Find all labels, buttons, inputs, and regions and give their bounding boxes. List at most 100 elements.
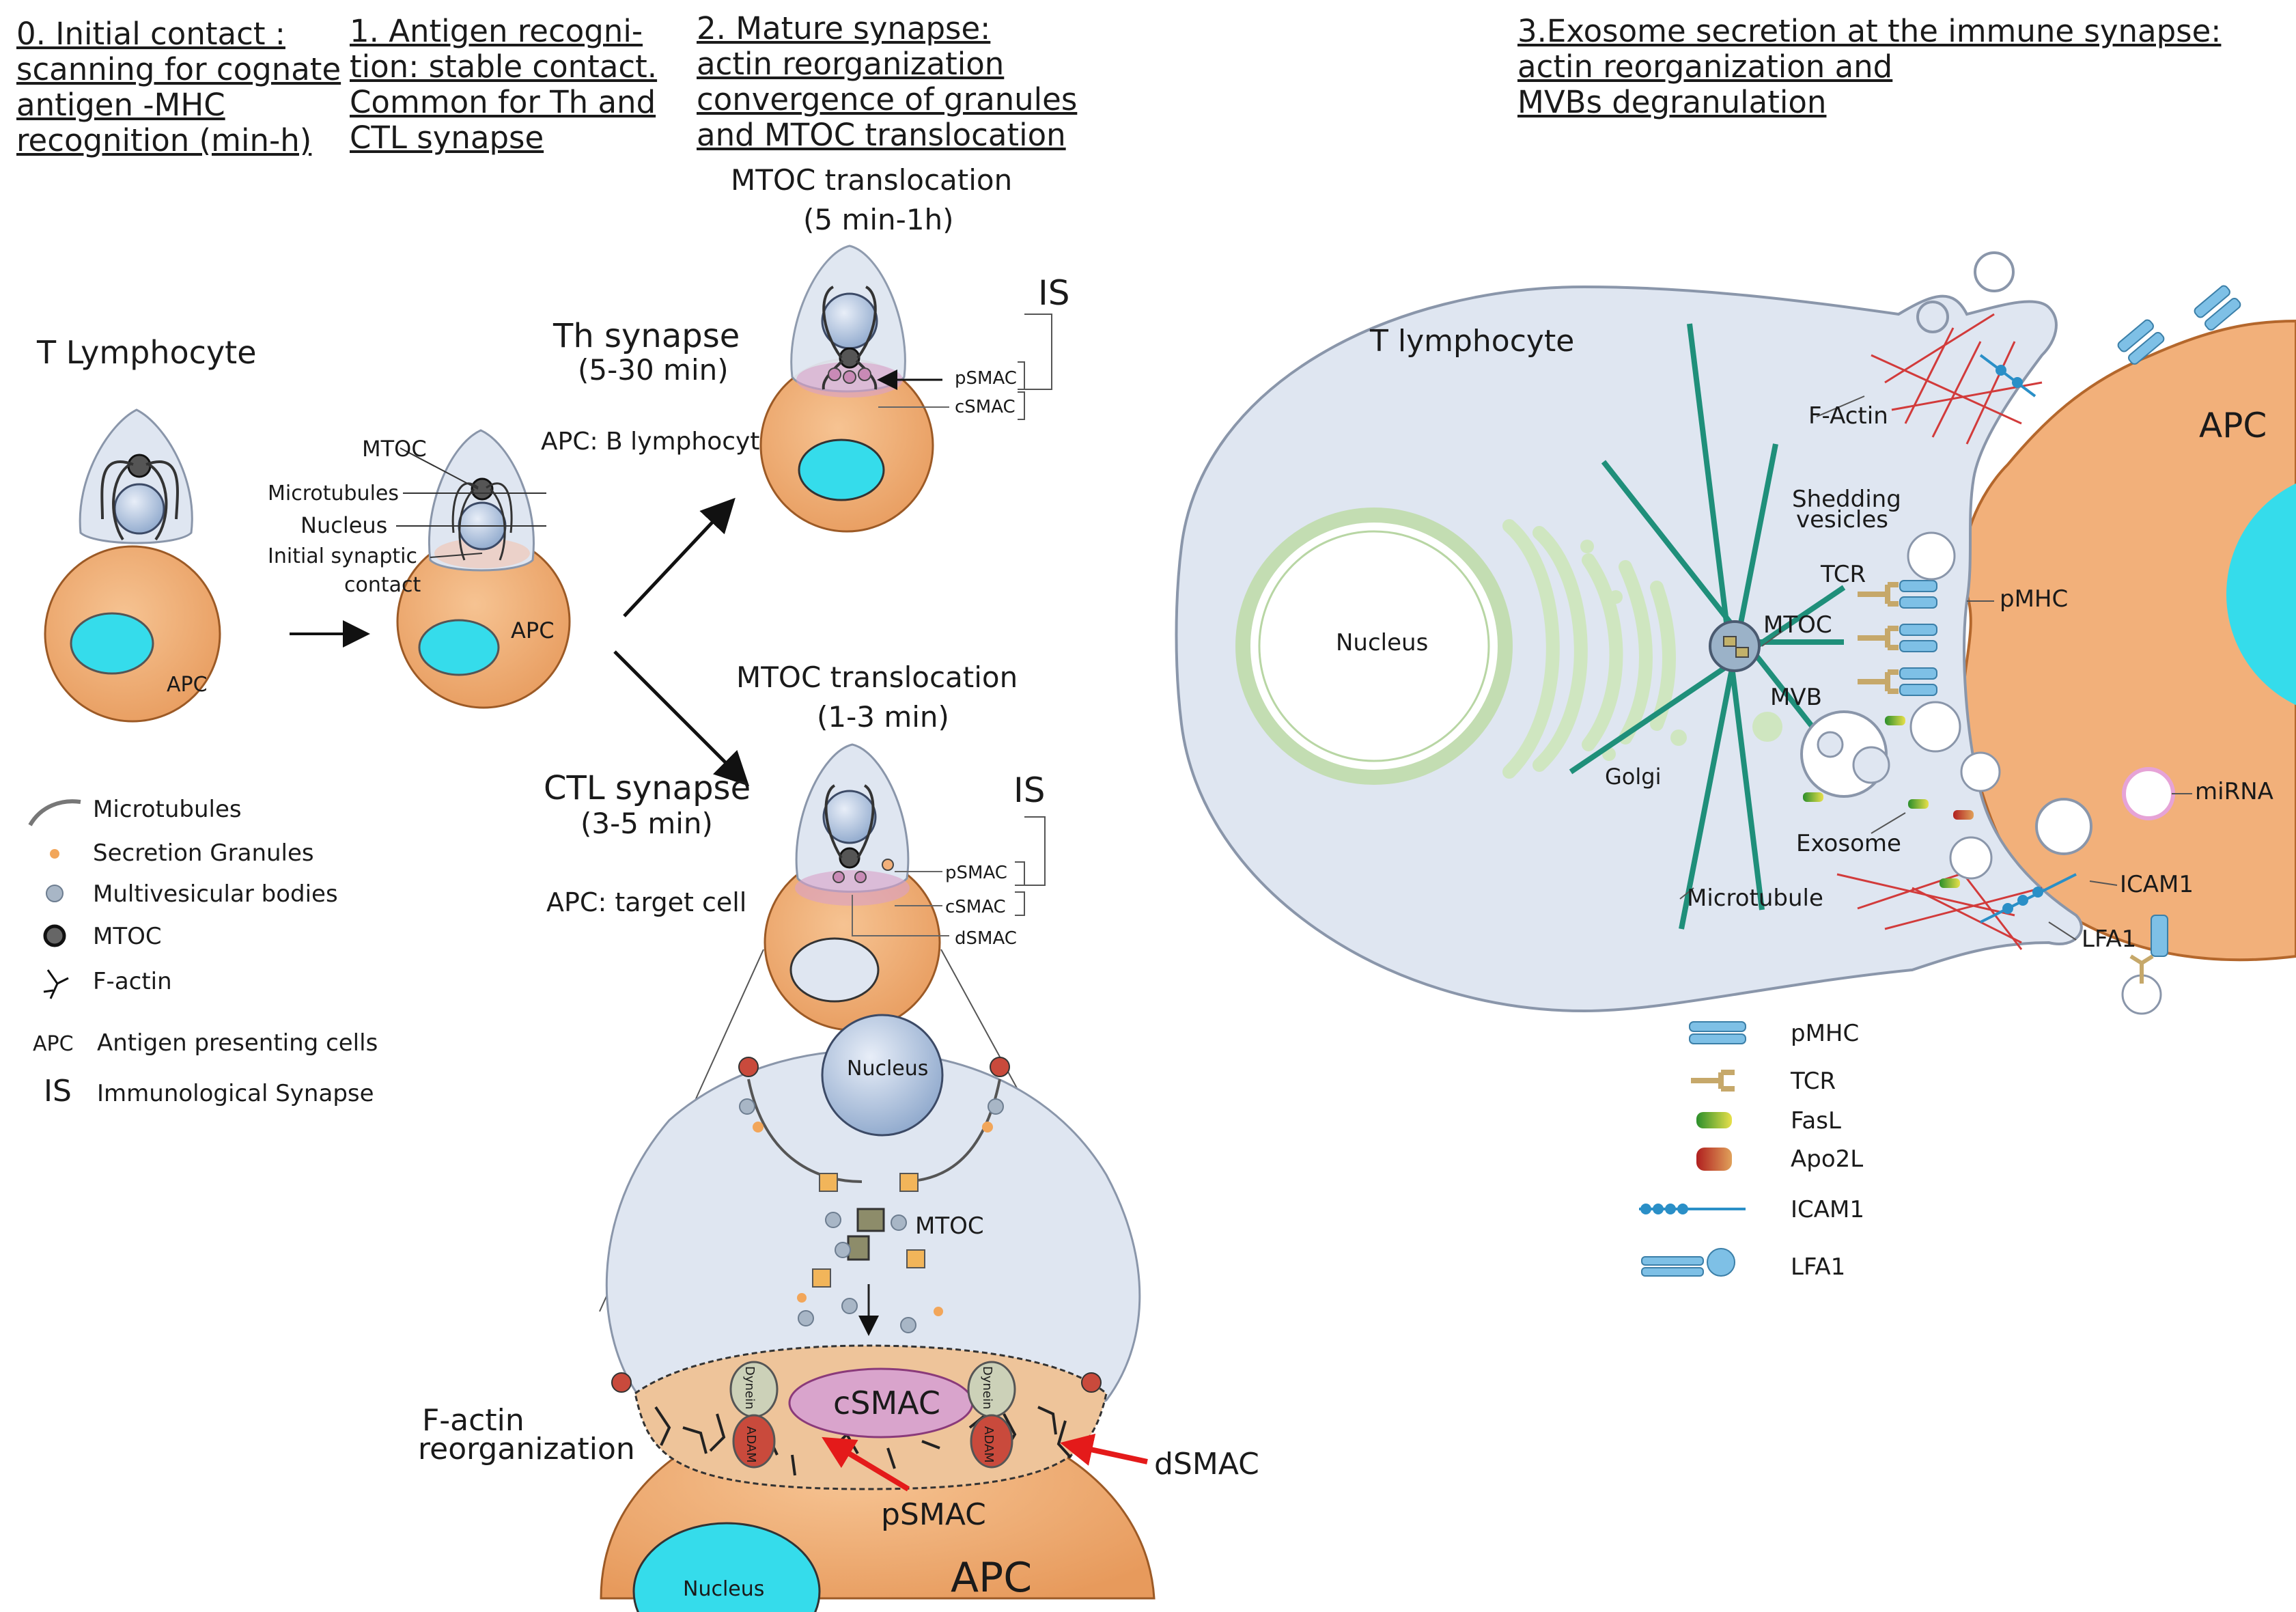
th-synapse-title: Th synapse (552, 317, 740, 355)
legend-right-label: pMHC (1791, 1020, 1859, 1047)
panel3-shedding-label-1: Shedding (1792, 486, 1901, 513)
factin-line (1884, 887, 2043, 930)
apo2l-icon (1953, 810, 1974, 820)
icam1-icon (1979, 354, 2036, 398)
panel1-mtoc (471, 477, 494, 501)
panel3-icam-lfa (1979, 354, 2077, 923)
zoom-adam-label: ADAM (981, 1426, 996, 1463)
panel3-factin-top (1871, 313, 2043, 445)
icam1-bead (2032, 887, 2043, 898)
pmhc-icon (2151, 915, 2168, 957)
ctl-target-nucleus (789, 937, 880, 1003)
leader-lfa1 (2048, 921, 2077, 941)
golgi-vesicle (1670, 729, 1687, 746)
panel1-leader-mtoc (400, 447, 479, 490)
panel3-exosome (1960, 751, 2001, 792)
zoom-granule (906, 1249, 925, 1268)
zoom-apc-label: APC (951, 1554, 1032, 1602)
zoom-vesicles (739, 1098, 1004, 1333)
panel3-exosome (1909, 701, 1961, 753)
th-psmac-bracket (1018, 361, 1025, 390)
panel0-apc-nucleus (70, 612, 154, 675)
panel3-microtubule (1679, 443, 1778, 930)
zoom-mvb (835, 1242, 851, 1258)
panel1-contact-label-2: contact (344, 573, 421, 597)
golgi-vesicle (1609, 590, 1623, 604)
zoom-granule (819, 1173, 838, 1192)
ctl-mtoc-time: (1-3 min) (817, 700, 949, 734)
zoom-dynein-label: Dynein (980, 1366, 994, 1409)
panel1-nucleus-label: Nucleus (300, 512, 387, 538)
panel3-mvb-vesicle (1852, 746, 1890, 784)
icam1-bead (1677, 1204, 1688, 1214)
header-step1-line: tion: stable contact. (350, 48, 658, 85)
factin-line (1904, 327, 1955, 424)
pmhc-icon (2117, 319, 2154, 352)
panel3-nucleus (1235, 508, 1513, 785)
panel3-vesicle (1916, 301, 1949, 333)
arrow-1-to-ctl (613, 650, 750, 787)
header-step3-line: MVBs degranulation (1517, 84, 1827, 120)
ctl-is-label: IS (1013, 770, 1045, 810)
ctl-synapse-title: CTL synapse (544, 769, 751, 807)
th-mtoc-time: (5 min-1h) (803, 203, 954, 236)
zoom-synapse: cSMAC Dynein ADAM Dynein ADAM Nucleus MT… (418, 1014, 1259, 1612)
factin-icon (43, 969, 69, 999)
panel3-pmhc-label: pMHC (2000, 585, 2068, 613)
header-step2-line: actin reorganization (697, 46, 1005, 82)
tcr-pmhc-pair (1858, 667, 1937, 696)
golgi-stack (1532, 526, 1588, 772)
legend-left-label: Multivesicular bodies (93, 880, 338, 908)
legend-right-label: FasL (1791, 1107, 1841, 1135)
pmhc-icon (1899, 624, 1937, 636)
ctl-apc-label: APC: target cell (546, 887, 746, 917)
apo2l-icon (1696, 1148, 1732, 1171)
zoom-adam-right (970, 1414, 1013, 1469)
header-step3-line: actin reorganization and (1517, 48, 1893, 85)
panel3-mtoc-label: MTOC (1763, 611, 1832, 639)
golgi-vesicle (1752, 712, 1782, 742)
panel3-mvb-vesicle (1817, 731, 1844, 758)
legend-left-label: Secretion Granules (93, 839, 314, 867)
factin-line (1871, 354, 2022, 425)
pmhc-icon (2128, 331, 2165, 365)
header-step2-line: and MTOC translocation (697, 117, 1066, 153)
legend-left-label: F-actin (93, 968, 172, 995)
panel1-apc-nucleus (418, 619, 500, 676)
panel1-microtubules-label: Microtubules (268, 482, 399, 505)
ctl-psmac-label: pSMAC (945, 863, 1007, 883)
zoom-anchor (1081, 1372, 1102, 1393)
zoom-mvb (739, 1098, 755, 1115)
ctl-synapse: MTOC translocation (1-3 min) CTL synapse… (544, 661, 1046, 1031)
lfa1-icon (1641, 1256, 1704, 1266)
zoom-factin-label-2: reorganization (418, 1432, 635, 1467)
icam1-bead (1640, 1204, 1651, 1214)
ctl-contact-zone (795, 870, 910, 906)
zoom-dsmac-arrow (1060, 1434, 1148, 1466)
panel3-shedding-vesicle (1907, 531, 1956, 581)
zoom-mvb (988, 1098, 1004, 1115)
panel3-exosome (1949, 836, 1993, 880)
ctl-dsmac-label: dSMAC (955, 928, 1017, 949)
factin-line (1931, 341, 1982, 438)
ctl-nucleus (822, 790, 877, 844)
legend-right-label: LFA1 (1791, 1253, 1845, 1281)
th-mtoc-translocation: MTOC translocation (731, 163, 1012, 197)
header-step2-line: 2. Mature synapse: (697, 10, 991, 46)
panel3-mirna-label: miRNA (2195, 778, 2273, 805)
fasl-icon (1908, 799, 1929, 809)
zoom-granule (899, 1173, 919, 1192)
golgi-vesicle (1580, 540, 1594, 553)
golgi-stack (1619, 560, 1653, 745)
legend-is-symbol: IS (44, 1074, 72, 1109)
legend-left-label: Immunological Synapse (97, 1080, 374, 1107)
panel3-exosome-label: Exosome (1796, 830, 1901, 857)
panel3-apc-pmhc (2117, 319, 2165, 365)
granule-icon (50, 849, 59, 859)
panel3-microtubule (1601, 460, 1845, 767)
panel3-golgi-label: Golgi (1605, 764, 1661, 790)
panel3-apc-pmhc (2194, 285, 2241, 331)
panel3-microtubule (1569, 585, 1846, 775)
tcr-icon (1858, 626, 1899, 650)
